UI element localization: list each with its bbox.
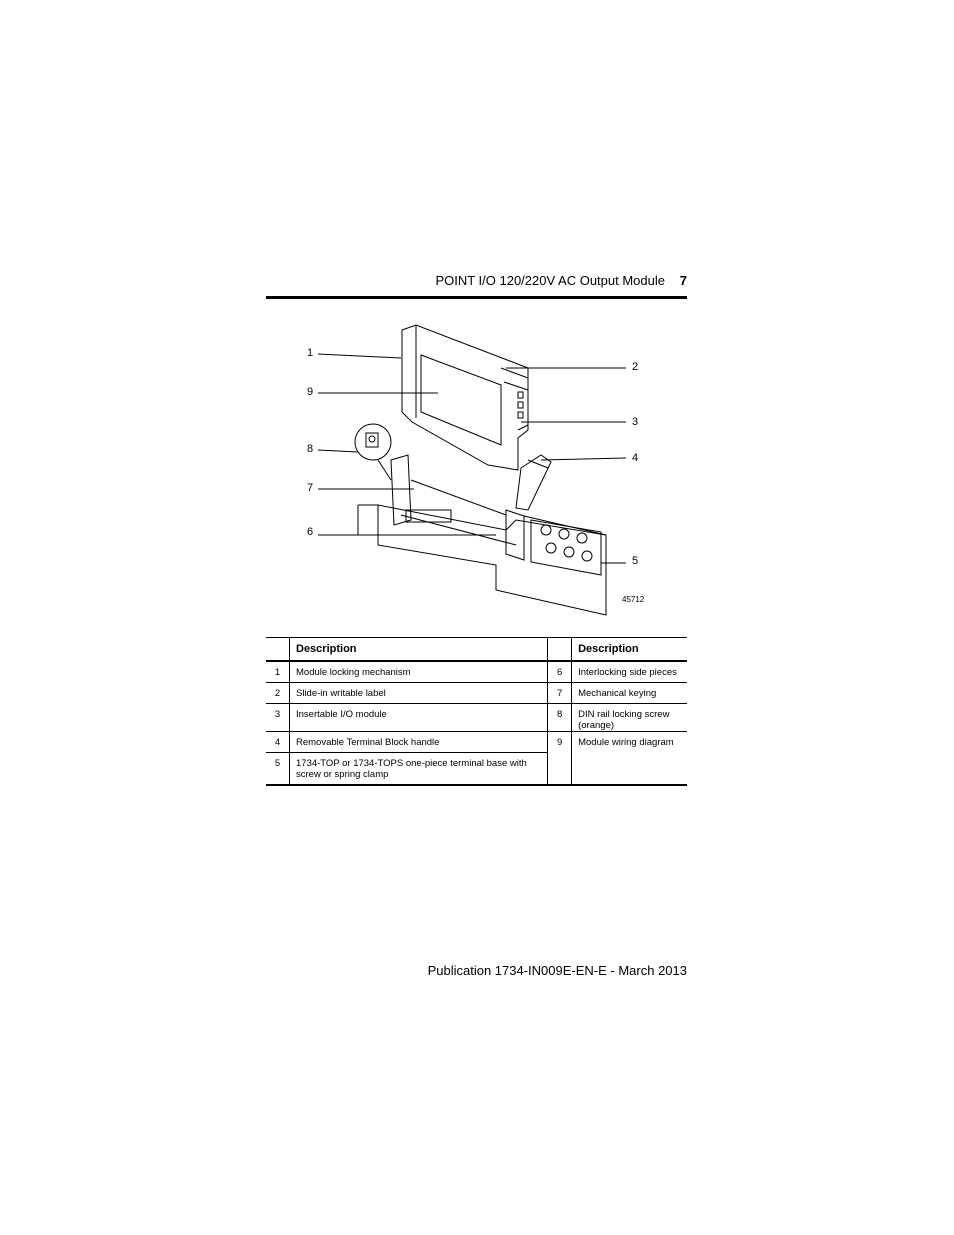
callout-6: 6 [307,526,314,538]
io-module-body [401,324,529,471]
row-desc: Interlocking side pieces [571,661,687,683]
callout-1: 1 [307,347,314,359]
table-row: 4 Removable Terminal Block handle 9 Modu… [266,731,687,786]
callout-5: 5 [632,555,639,567]
din-rail-screw-zoom [354,423,392,461]
module-figure: 1 2 3 4 5 6 7 8 9 45712 [266,320,687,620]
table-header-row: Description Description [266,637,687,662]
rtb-handle [515,454,552,511]
row-desc: Module wiring diagram [571,731,687,786]
table-row: 3 Insertable I/O module 8 DIN rail locki… [266,703,687,732]
header-num-2 [547,637,572,661]
row-num: 6 [547,661,572,683]
callout-8: 8 [307,443,314,455]
row-desc: Removable Terminal Block handle [288,731,548,753]
row-num: 3 [266,703,290,732]
header-num-1 [266,638,290,662]
row-desc: Module locking mechanism [288,661,548,683]
page-number: 7 [679,273,687,288]
header-title: POINT I/O 120/220V AC Output Module [435,273,665,288]
header-desc-1: Description [288,637,548,661]
wiring-diagram-area [420,354,502,446]
row-num: 7 [547,682,572,704]
module-illustration [317,324,627,616]
row-desc: DIN rail locking screw (orange) [571,703,687,732]
callout-3: 3 [632,416,639,428]
row-num: 4 [266,731,290,753]
table-row: 2 Slide-in writable label 7 Mechanical k… [266,682,687,704]
figure-id: 45712 [622,595,645,604]
header-desc-2: Description [571,637,687,661]
row-num: 8 [547,703,572,732]
row-desc: Slide-in writable label [288,682,548,704]
row-num: 2 [266,682,290,704]
row-desc: Mechanical keying [571,682,687,704]
description-table: Description Description 1 Module locking… [266,637,687,786]
table-row: 1 Module locking mechanism 6 Interlockin… [266,661,687,683]
header-rule [266,296,687,299]
table-row: 5 1734-TOP or 1734-TOPS one-piece termin… [266,752,687,786]
publication-footer: Publication 1734-IN009E-EN-E - March 201… [427,963,687,978]
writable-label [503,381,529,391]
row-desc: Insertable I/O module [288,703,548,732]
callout-4: 4 [632,452,639,464]
callout-2: 2 [632,361,639,373]
row-num: 9 [547,731,572,786]
row-num: 1 [266,661,290,683]
callout-7: 7 [307,482,314,494]
row-desc: 1734-TOP or 1734-TOPS one-piece terminal… [288,752,548,786]
terminal-base [377,504,607,616]
page-header: POINT I/O 120/220V AC Output Module 7 [266,273,687,293]
row-num: 5 [266,752,290,786]
callout-9: 9 [307,386,314,398]
side-piece [390,454,412,526]
terminal-block [530,519,602,576]
